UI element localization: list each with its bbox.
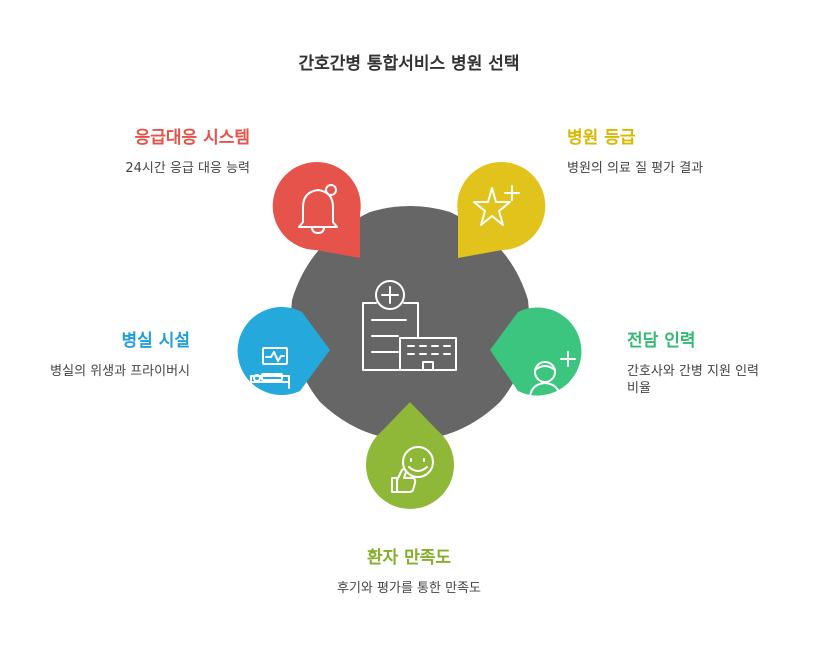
page-title: 간호간병 통합서비스 병원 선택 [298,54,520,74]
description-emergency: 24시간 응급 대응 능력 [125,161,250,176]
petal-blue [237,307,330,396]
description-dedicated-staff-line2: 비율 [627,381,651,396]
heading-hospital-grade: 병원 등급 [567,128,636,148]
heading-patient-satisfaction: 환자 만족도 [366,548,452,568]
bell-icon [298,184,338,234]
description-room-facilities: 병실의 위생과 프라이버시 [50,364,190,379]
heading-dedicated-staff: 전담 인력 [627,331,696,351]
description-patient-satisfaction: 후기와 평가를 통한 만족도 [337,581,481,596]
description-dedicated-staff-line1: 간호사와 간병 지원 인력 [627,364,759,379]
hub-shape [291,206,530,440]
bed-monitor-icon [250,347,290,389]
petal-yellow [457,162,546,258]
heading-emergency: 응급대응 시스템 [134,128,250,148]
petal-red [272,162,361,258]
petal-green [490,307,582,397]
petal-olive [366,402,454,509]
description-hospital-grade: 병원의 의료 질 평가 결과 [567,161,704,176]
star-plus-icon [473,185,520,226]
heading-room-facilities: 병실 시설 [121,331,190,351]
hospital-icon [362,280,457,371]
thumbs-up-smile-icon [391,446,434,493]
nurse-icon [529,351,576,397]
